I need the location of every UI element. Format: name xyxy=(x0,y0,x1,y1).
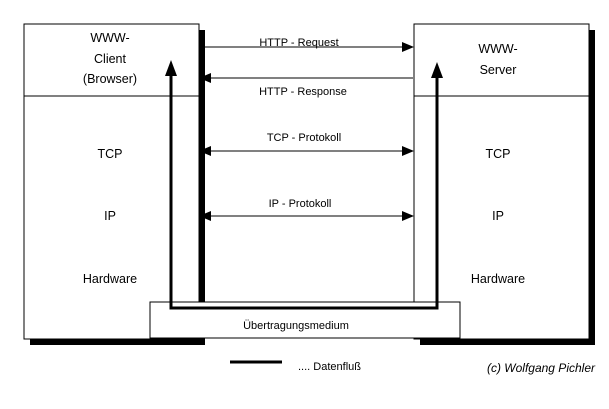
server-stack: WWW- Server TCP IP Hardware xyxy=(413,23,595,345)
data-flow-line xyxy=(169,76,439,310)
legend-label: .... Datenfluß xyxy=(298,361,361,373)
server-title-line1: WWW- xyxy=(478,42,517,56)
client-title-line3: (Browser) xyxy=(83,72,137,86)
medium-label: Übertragungsmedium xyxy=(243,320,349,332)
protocol-arrows: HTTP - Request HTTP - Response TCP - Pro… xyxy=(199,37,414,221)
client-layer-tcp: TCP xyxy=(98,147,123,161)
client-title-line2: Client xyxy=(94,52,126,66)
client-title-line1: WWW- xyxy=(90,31,129,45)
credit-text: (c) Wolfgang Pichler xyxy=(487,361,596,375)
server-layer-ip: IP xyxy=(492,209,504,223)
legend: .... Datenfluß xyxy=(230,360,361,373)
client-stack: WWW- Client (Browser) TCP IP Hardware xyxy=(23,23,205,345)
server-title-line2: Server xyxy=(480,63,517,77)
data-flow-arrowhead-server xyxy=(431,62,443,78)
http-request-label: HTTP - Request xyxy=(259,37,338,49)
client-layer-ip: IP xyxy=(104,209,116,223)
server-box xyxy=(413,23,590,340)
http-response-label: HTTP - Response xyxy=(259,86,347,98)
server-layer-tcp: TCP xyxy=(486,147,511,161)
data-flow-arrowhead-client xyxy=(165,60,177,76)
server-layer-hardware: Hardware xyxy=(471,272,525,286)
data-flow-path xyxy=(165,60,443,310)
ip-protocol-label: IP - Protokoll xyxy=(269,198,332,210)
tcp-protocol-label: TCP - Protokoll xyxy=(267,132,341,144)
client-layer-hardware: Hardware xyxy=(83,272,137,286)
